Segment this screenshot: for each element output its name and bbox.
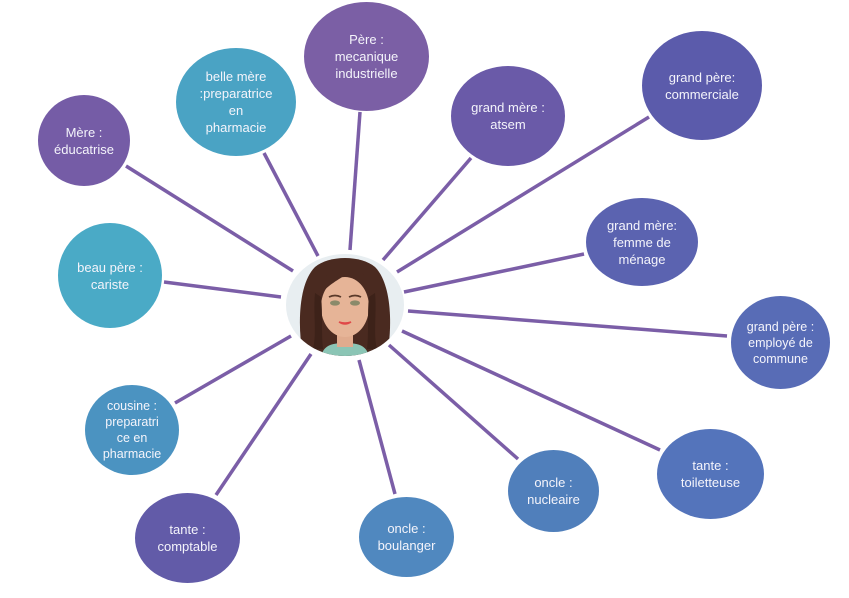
connector-mere: [125, 164, 294, 273]
node-label: grand mère: femme de ménage: [606, 217, 678, 267]
connector-oncle-nucleaire: [387, 343, 520, 461]
node-oncle-nucleaire[interactable]: oncle : nucleaire: [508, 450, 599, 532]
connector-oncle-boulanger: [357, 359, 397, 495]
node-oncle-boulanger[interactable]: oncle : boulanger: [359, 497, 454, 577]
node-tante-comptable[interactable]: tante : comptable: [135, 493, 240, 583]
connector-tante-toiletteuse: [401, 329, 661, 452]
node-tante-toiletteuse[interactable]: tante : toiletteuse: [657, 429, 764, 519]
connector-tante-comptable: [214, 353, 313, 496]
node-label: oncle : nucleaire: [527, 475, 580, 507]
node-grand-pere-commune[interactable]: grand père : employé de commune: [731, 296, 830, 389]
node-label: Père : mecanique industrielle: [334, 32, 399, 81]
node-label: tante : toiletteuse: [680, 458, 741, 490]
node-grand-pere-commerciale[interactable]: grand père: commerciale: [642, 31, 762, 140]
connector-pere: [348, 111, 362, 251]
connector-grand-mere-menage: [403, 252, 585, 294]
connector-grand-pere-commerciale: [396, 115, 650, 274]
node-label: grand père: commerciale: [665, 69, 739, 102]
node-belle-mere[interactable]: belle mère :preparatrice en pharmacie: [176, 48, 296, 156]
node-label: oncle : boulanger: [377, 521, 436, 553]
node-grand-mere-menage[interactable]: grand mère: femme de ménage: [586, 198, 698, 286]
node-label: tante : comptable: [157, 522, 218, 554]
node-beau-pere[interactable]: beau père : cariste: [58, 223, 162, 328]
node-label: grand père : employé de commune: [746, 319, 815, 366]
node-label: Mère : éducatrise: [54, 124, 114, 157]
node-mere[interactable]: Mère : éducatrise: [38, 95, 130, 186]
connector-beau-pere: [163, 280, 282, 299]
connector-belle-mere: [262, 152, 320, 257]
woman-portrait-icon: [299, 258, 391, 356]
connector-cousine: [174, 334, 292, 405]
node-cousine[interactable]: cousine : preparatri ce en pharmacie: [85, 385, 179, 475]
node-label: cousine : preparatri ce en pharmacie: [102, 399, 162, 461]
connector-grand-mere-atsem: [381, 156, 473, 262]
node-label: belle mère :preparatrice en pharmacie: [199, 69, 273, 135]
node-grand-mere-atsem[interactable]: grand mère : atsem: [451, 66, 565, 166]
connector-grand-pere-commune: [407, 309, 728, 338]
node-label: beau père : cariste: [77, 259, 143, 292]
node-label: grand mère : atsem: [471, 100, 545, 132]
avatar: [286, 254, 404, 356]
node-pere[interactable]: Père : mecanique industrielle: [304, 2, 429, 111]
